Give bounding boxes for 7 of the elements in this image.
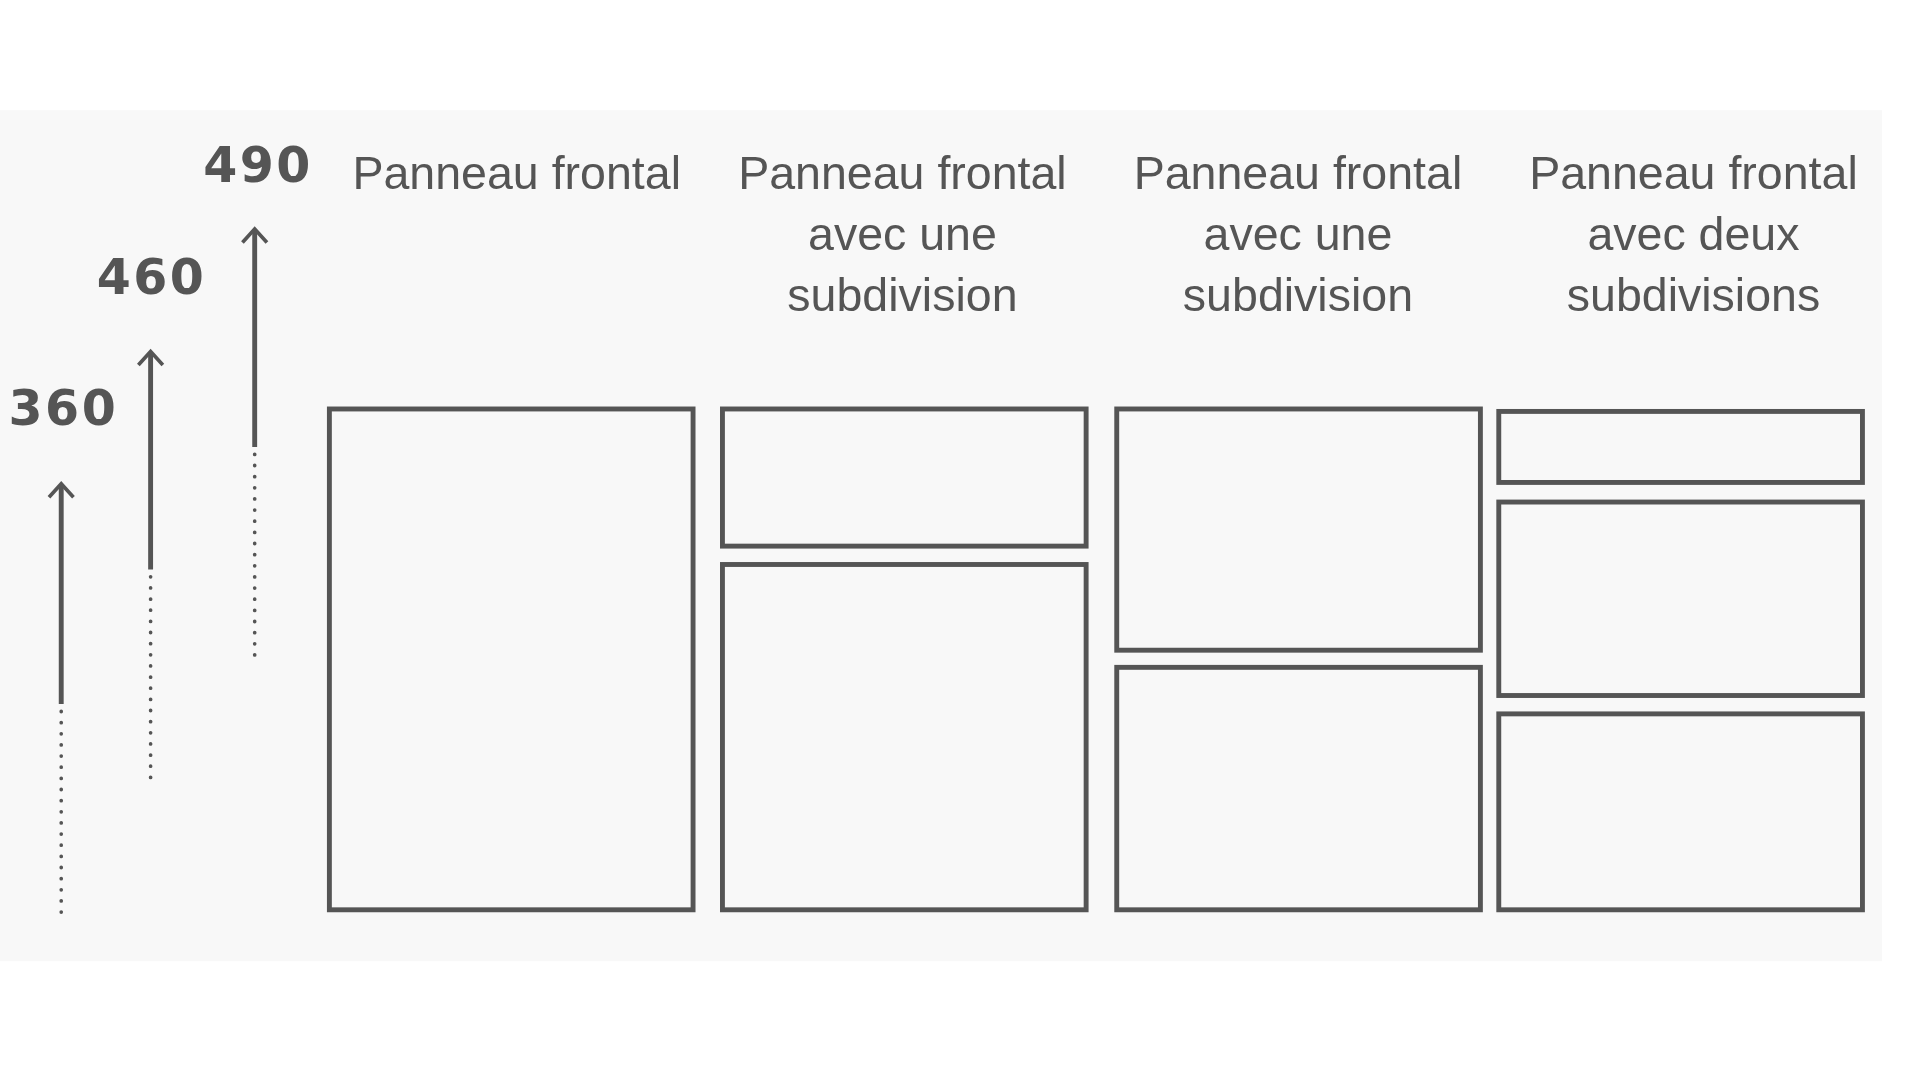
- dimension-label: 490: [203, 137, 313, 194]
- column-heading: Panneau frontal avec une subdivision: [737, 145, 1068, 323]
- column-heading: Panneau frontal avec deux subdivisions: [1528, 145, 1859, 323]
- dimension-label: 360: [8, 379, 119, 436]
- column-heading: Panneau frontal avec une subdivision: [1132, 145, 1464, 323]
- dimension-label: 460: [96, 248, 207, 305]
- column-heading: Panneau frontal: [351, 145, 682, 201]
